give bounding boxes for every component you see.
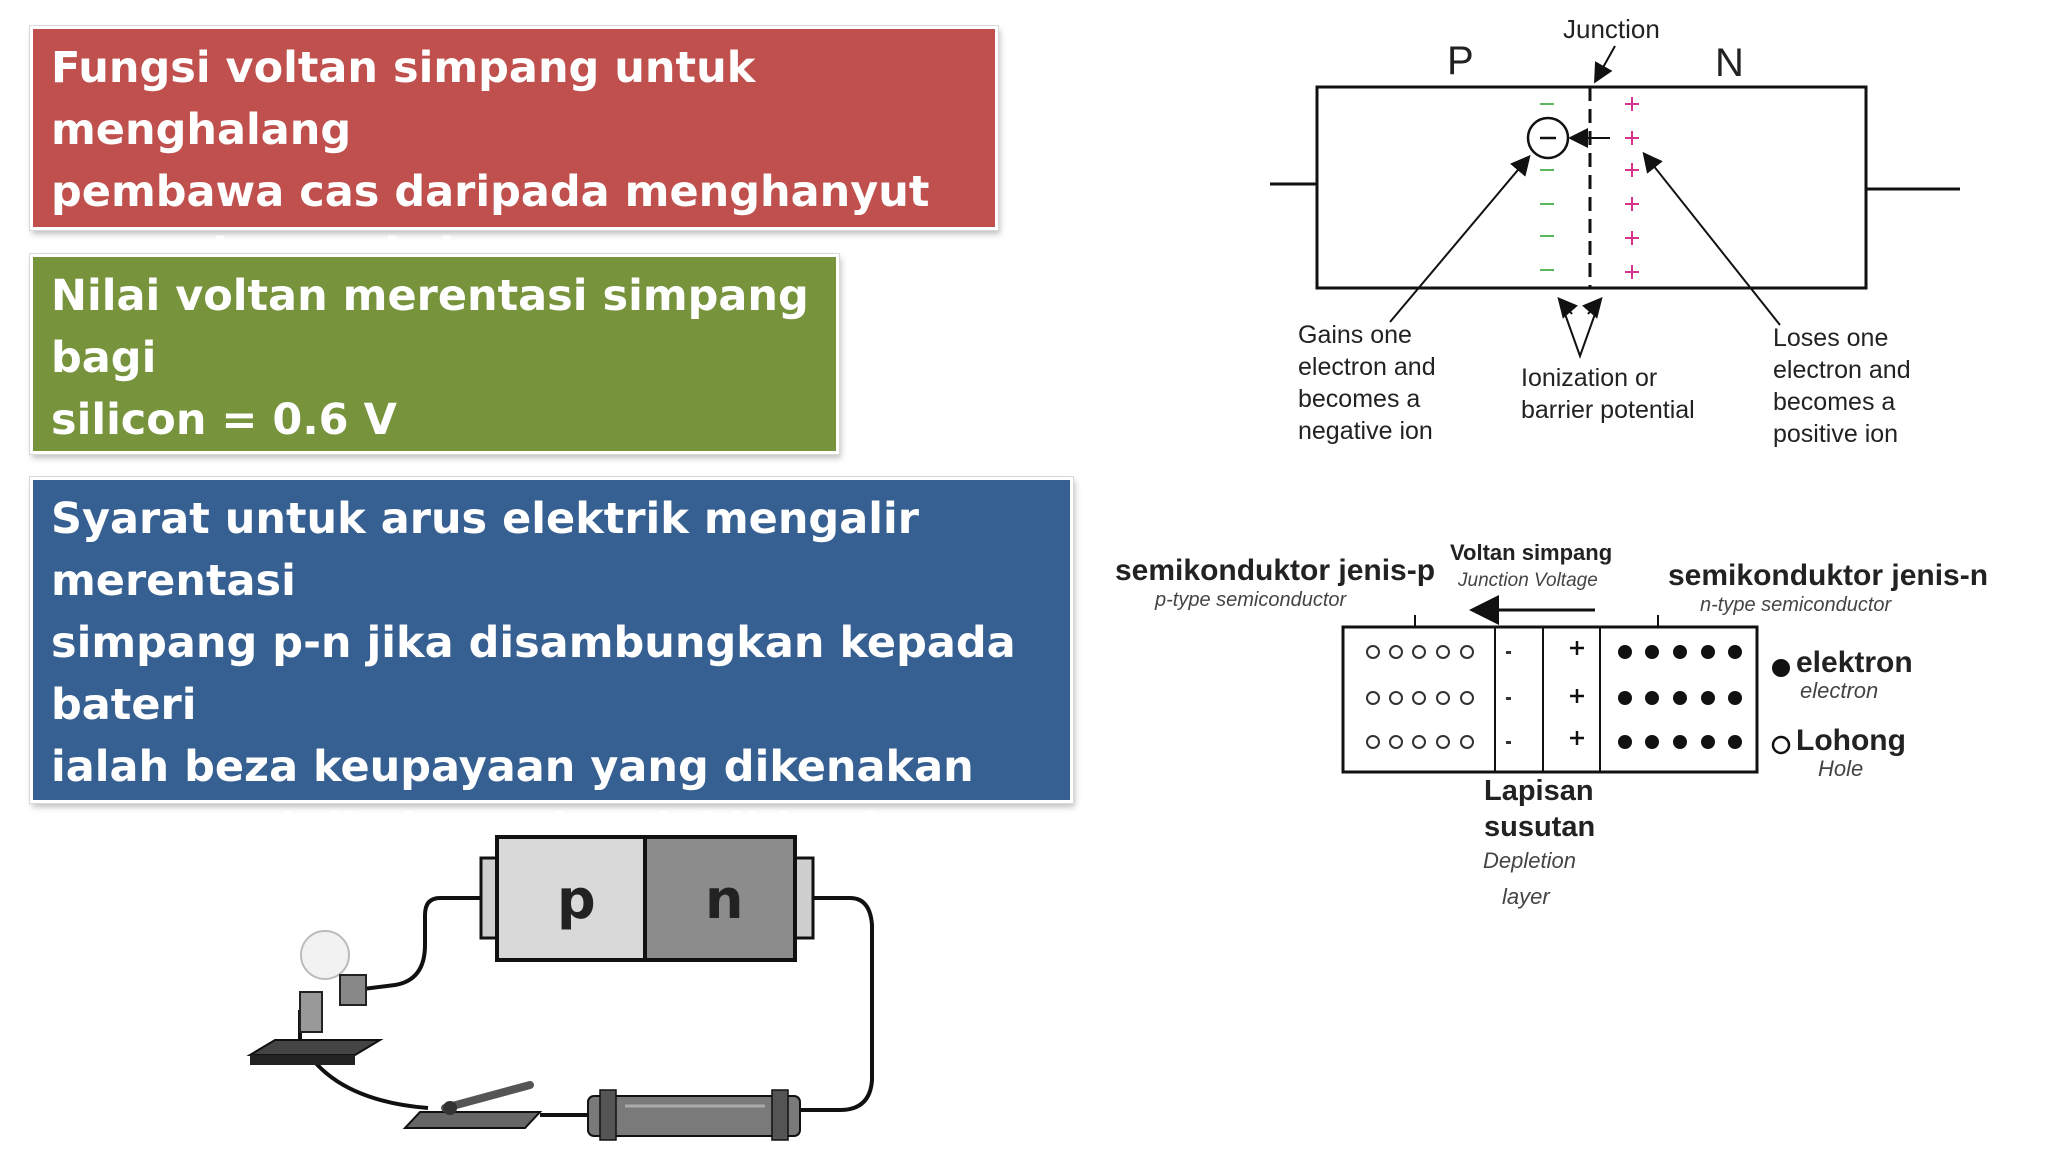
bulb-base: [246, 1039, 384, 1056]
junction-pointer: [1594, 45, 1616, 84]
positive-charges: [1570, 641, 1584, 745]
condition-box: Syarat untuk arus elektrik mengalir mere…: [29, 476, 1074, 916]
positive-ions: [1625, 97, 1639, 279]
depletion-layer-diagram: semikonduktor jenis-p p-type semiconduct…: [1115, 540, 1988, 909]
wire-diode-to-bulb: [354, 896, 481, 992]
barrier-pointer: [1559, 299, 1601, 359]
svg-text:becomes a: becomes a: [1773, 388, 1895, 416]
p-label: p: [557, 868, 596, 931]
condition-line-2: simpang p-n jika disambungkan kepada bat…: [51, 618, 1016, 730]
depletion-layer-sub-1: Depletion: [1483, 848, 1576, 873]
function-line-1: Fungsi voltan simpang untuk menghalang: [51, 43, 756, 155]
electron-legend-label: elektron: [1796, 646, 1913, 679]
n-type-title: semikonduktor jenis-n: [1668, 559, 1988, 592]
condition-line-3: ialah beza keupayaan yang dikenakan: [51, 742, 974, 792]
p-region: [495, 835, 647, 962]
svg-text:electron and: electron and: [1298, 353, 1436, 381]
svg-text:Ionization or: Ionization or: [1521, 364, 1657, 392]
p-type-subtitle: p-type semiconductor: [1154, 589, 1348, 611]
n-type-subtitle: n-type semiconductor: [1700, 594, 1893, 616]
holes: [1366, 645, 1474, 749]
switch-base: [402, 1111, 543, 1129]
p-type-title: semikonduktor jenis-p: [1115, 554, 1435, 587]
svg-text:barrier potential: barrier potential: [1521, 396, 1695, 424]
semiconductor-block: [1341, 625, 1759, 774]
hole-legend-label: Lohong: [1796, 724, 1906, 757]
barrier-caption: Ionization or barrier potential: [1521, 364, 1695, 424]
svg-text:becomes a: becomes a: [1298, 385, 1420, 413]
depletion-layer-label-2: susutan: [1484, 811, 1595, 843]
svg-text:Loses one: Loses one: [1773, 324, 1888, 352]
junction-label: Junction: [1563, 14, 1660, 44]
n-region-label: N: [1715, 41, 1744, 85]
wire-diode-to-battery: [800, 896, 874, 1112]
battery: [587, 1095, 801, 1137]
electron-legend-sub: electron: [1800, 678, 1878, 703]
depletion-layer-sub-2: layer: [1502, 884, 1551, 909]
depletion-layer-label-1: Lapisan: [1484, 775, 1594, 807]
negative-charges: [1506, 651, 1511, 744]
condition-line-1: Syarat untuk arus elektrik mengalir mere…: [51, 494, 919, 606]
electron-legend-icon: [1772, 659, 1790, 677]
junction-voltage-subtitle: Junction Voltage: [1457, 570, 1598, 591]
svg-text:electron and: electron and: [1773, 356, 1911, 384]
junction-voltage-title: Voltan simpang: [1450, 540, 1612, 565]
function-line-2: pembawa cas daripada menghanyut: [51, 167, 930, 217]
negative-ion-caption: Gains one electron and becomes a negativ…: [1298, 321, 1436, 445]
n-label: n: [705, 868, 743, 931]
positive-ion-pointer: [1642, 151, 1781, 326]
voltage-line-2: silicon = 0.6 V: [51, 395, 397, 445]
pn-junction-diagram: Junction P N: [1270, 14, 1960, 448]
positive-ion-caption: Loses one electron and becomes a positiv…: [1773, 324, 1911, 448]
hole-legend-sub: Hole: [1818, 756, 1863, 781]
hole-legend-icon: [1771, 735, 1791, 755]
electrons: [1618, 645, 1742, 749]
svg-text:positive ion: positive ion: [1773, 420, 1898, 448]
bulb-socket: [299, 991, 323, 1033]
diode-right-cap: [793, 856, 815, 940]
bulb-glass: [300, 930, 350, 980]
diode-circuit: p n: [246, 835, 874, 1141]
svg-text:negative ion: negative ion: [1298, 417, 1433, 445]
switch-lever: [441, 1081, 534, 1112]
negative-ion-pointer: [1389, 154, 1531, 323]
svg-text:Gains one: Gains one: [1298, 321, 1412, 349]
p-region-label: P: [1447, 39, 1474, 83]
voltage-line-1: Nilai voltan merentasi simpang bagi: [51, 271, 809, 383]
n-region: [643, 835, 797, 962]
